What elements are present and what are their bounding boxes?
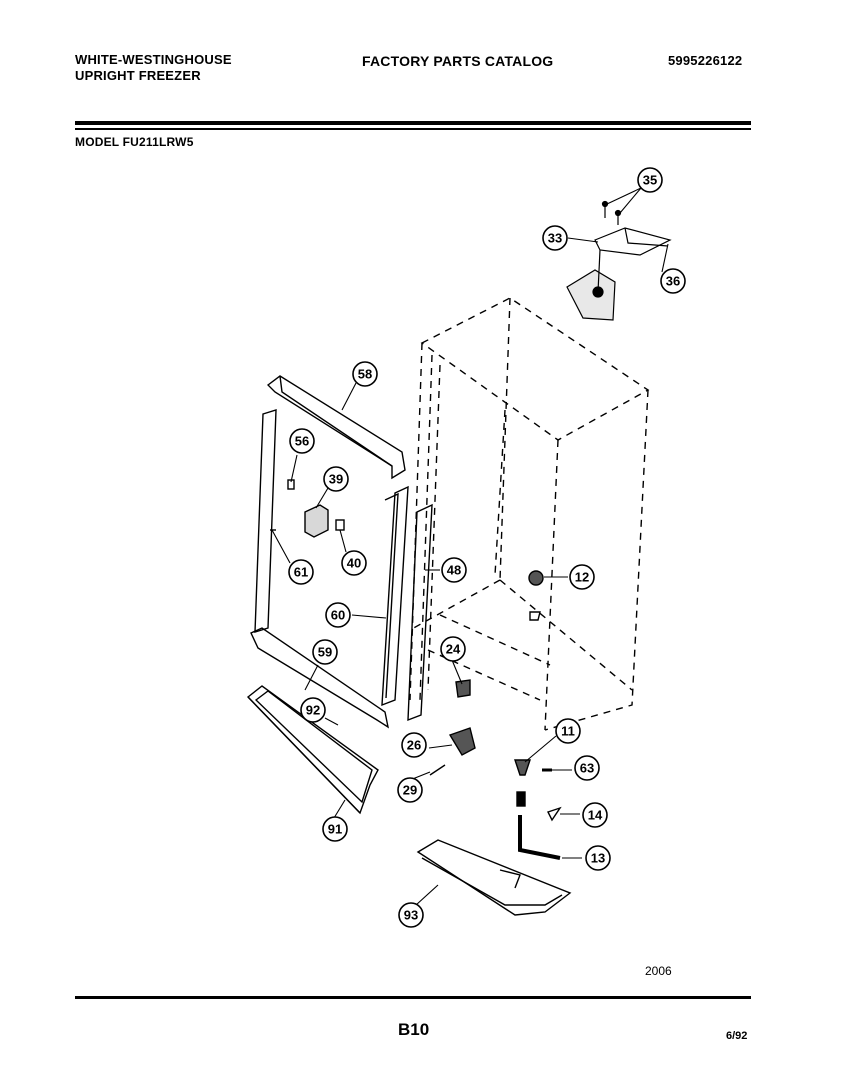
callout-label: 91: [328, 822, 342, 837]
callout-circle: [441, 557, 467, 583]
callout-label: 92: [306, 703, 320, 718]
callout-26: 26: [401, 732, 427, 758]
callout-circle: [542, 225, 568, 251]
callout-label: 36: [666, 274, 680, 289]
revision-date: 6/92: [726, 1030, 748, 1042]
callout-circle: [289, 428, 315, 454]
callout-56: 56: [289, 428, 315, 454]
callout-label: 24: [446, 642, 461, 657]
callout-40: 40: [341, 550, 367, 576]
callout-label: 39: [329, 472, 343, 487]
catalog-number: 5995226122: [668, 53, 743, 68]
callout-35: 35: [637, 167, 663, 193]
callout-61: 61: [288, 559, 314, 585]
callout-circle: [323, 466, 349, 492]
callout-circle: [398, 902, 424, 928]
callout-circle: [325, 602, 351, 628]
callout-circle: [352, 361, 378, 387]
callout-group: 35 33 36 58 56 39 40 61 48 12 60 24 59 92 11 26 63 29 14 91…: [288, 167, 686, 928]
callout-circle: [312, 639, 338, 665]
model-number: MODEL FU211LRW5: [75, 135, 194, 149]
callout-58: 58: [352, 361, 378, 387]
callout-12: 12: [569, 564, 595, 590]
header-rule-thin: [75, 128, 751, 130]
callout-13: 13: [585, 845, 611, 871]
callout-label: 33: [548, 231, 562, 246]
product-type: UPRIGHT FREEZER: [75, 68, 201, 83]
callout-label: 13: [591, 851, 605, 866]
callout-label: 11: [561, 724, 575, 739]
callout-63: 63: [574, 755, 600, 781]
callout-circle: [582, 802, 608, 828]
callout-39: 39: [323, 466, 349, 492]
callout-label: 14: [588, 808, 603, 823]
callout-label: 12: [575, 570, 589, 585]
callout-59: 59: [312, 639, 338, 665]
page-number: B10: [398, 1020, 430, 1039]
leader-lines: [271, 187, 669, 906]
callout-label: 56: [295, 434, 309, 449]
callout-label: 61: [294, 565, 308, 580]
callout-circle: [637, 167, 663, 193]
hinge-parts: [566, 200, 672, 321]
callout-label: 40: [347, 556, 361, 571]
callout-circle: [574, 755, 600, 781]
callout-circle: [569, 564, 595, 590]
callout-circle: [585, 845, 611, 871]
brand-name: WHITE-WESTINGHOUSE: [75, 52, 232, 67]
callout-label: 35: [643, 173, 657, 188]
callout-circle: [397, 777, 423, 803]
callout-label: 63: [580, 761, 594, 776]
callout-92: 92: [300, 697, 326, 723]
callout-14: 14: [582, 802, 608, 828]
callout-label: 48: [447, 563, 461, 578]
callout-label: 29: [403, 783, 417, 798]
footer-rule-thick: [75, 996, 751, 999]
callout-label: 93: [404, 908, 418, 923]
callout-circle: [322, 816, 348, 842]
callout-36: 36: [660, 268, 686, 294]
callout-label: 60: [331, 608, 345, 623]
callout-label: 59: [318, 645, 332, 660]
callout-48: 48: [441, 557, 467, 583]
callout-label: 26: [407, 738, 421, 753]
callout-circle: [288, 559, 314, 585]
drain-pan-and-cover: [246, 570, 572, 916]
catalog-title: FACTORY PARTS CATALOG: [362, 53, 554, 69]
callout-93: 93: [398, 902, 424, 928]
callout-circle: [300, 697, 326, 723]
callout-24: 24: [440, 636, 466, 662]
door-gasket-frame: [250, 375, 433, 729]
callout-29: 29: [397, 777, 423, 803]
callout-circle: [440, 636, 466, 662]
callout-91: 91: [322, 816, 348, 842]
figure-number: 2006: [645, 964, 672, 978]
cabinet-outline: [409, 297, 650, 731]
callout-60: 60: [325, 602, 351, 628]
callout-11: 11: [555, 718, 581, 744]
callout-circle: [555, 718, 581, 744]
callout-circle: [660, 268, 686, 294]
callout-circle: [341, 550, 367, 576]
brand-block: WHITE-WESTINGHOUSE UPRIGHT FREEZER: [75, 52, 232, 84]
callout-circle: [401, 732, 427, 758]
header-rule-thick: [75, 121, 751, 125]
callout-label: 58: [358, 367, 372, 382]
callout-33: 33: [542, 225, 568, 251]
